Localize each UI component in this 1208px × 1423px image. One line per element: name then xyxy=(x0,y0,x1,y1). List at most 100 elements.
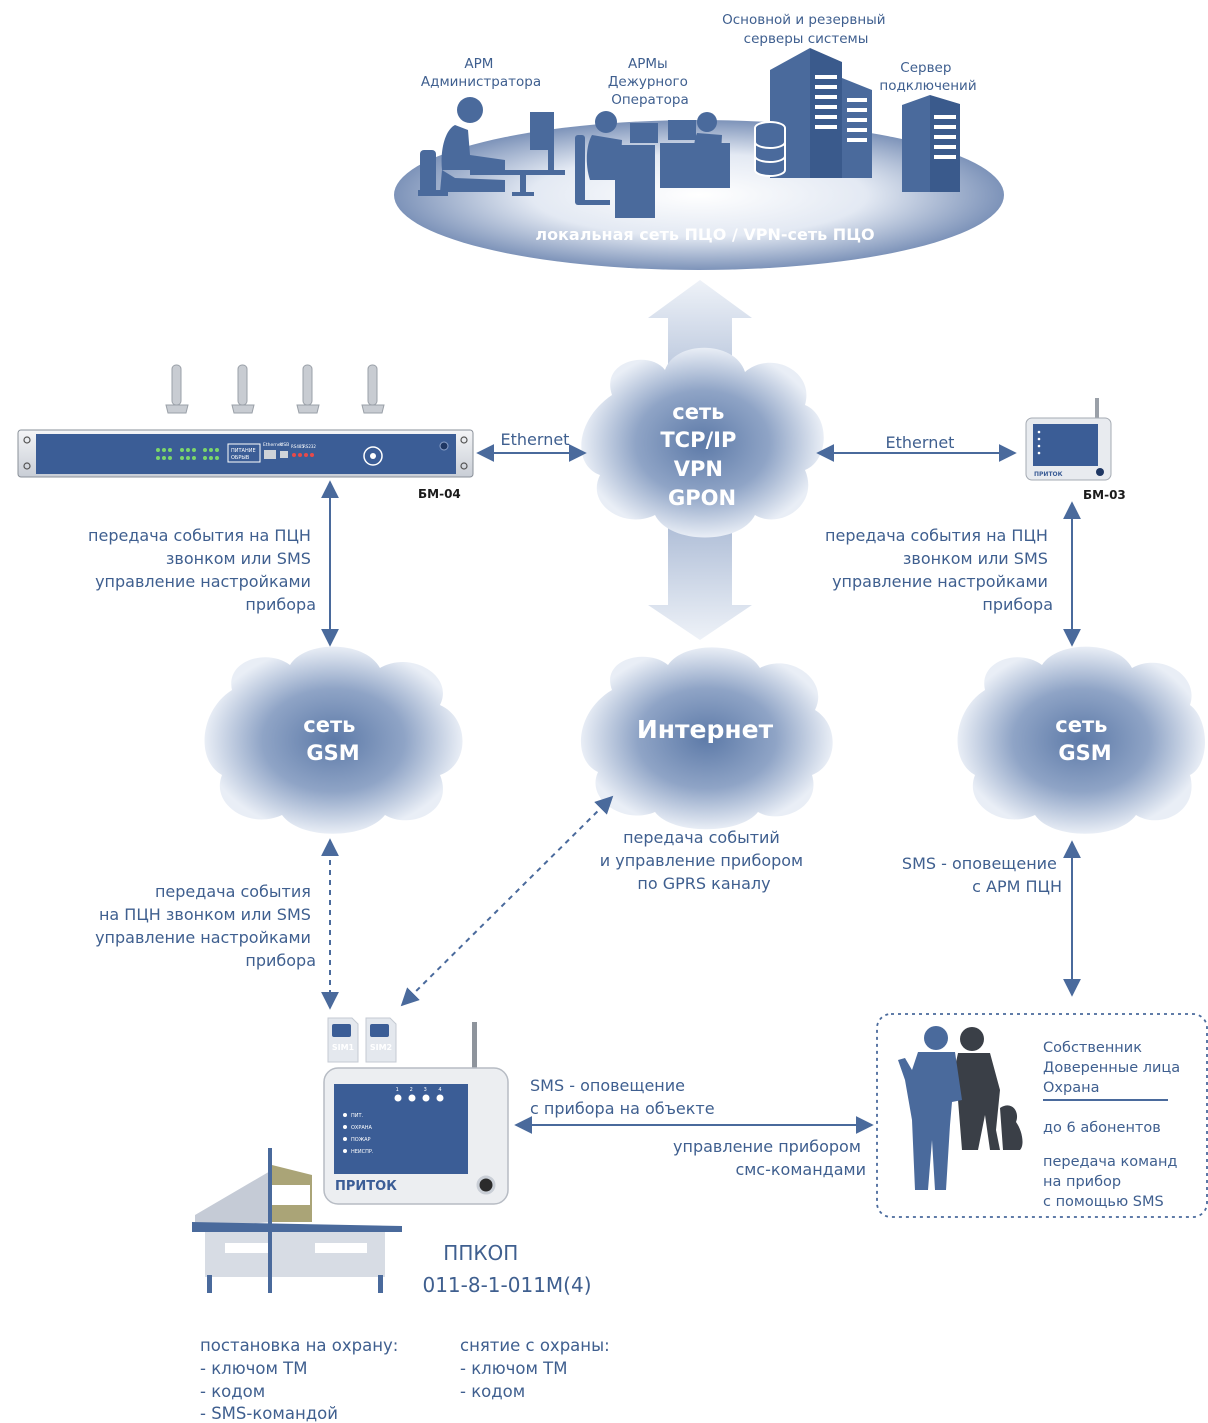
bm04-panel-ethernet: Ethernet xyxy=(263,442,283,448)
svg-text:передача события на ПЦН зв: передача события на ПЦН звонком или SMS … xyxy=(88,526,316,614)
bm04-panel-rs485: RS485 xyxy=(291,444,304,449)
device-led-3: 3 xyxy=(424,1087,427,1093)
right-link-line-2: звонком или SMS xyxy=(903,549,1048,568)
person-icon xyxy=(898,1026,962,1190)
operator-label-2: Дежурного xyxy=(608,74,688,90)
svg-text:передача команд на прибо: передача команд на прибор с помощью SMS xyxy=(1043,1154,1182,1210)
subscriber-count: до 6 абонентов xyxy=(1043,1120,1161,1136)
gsm-right-line-2: GSM xyxy=(1058,741,1111,765)
sms-device-line-1: SMS - оповещение xyxy=(530,1076,685,1095)
device-ind-4: НЕИСПР. xyxy=(351,1149,374,1155)
device-led-2: 2 xyxy=(410,1087,413,1093)
sms-control-line-1: управление прибором xyxy=(673,1137,861,1156)
admin-label-2: Администратора xyxy=(421,74,541,90)
right-link-line-3: управление настройками xyxy=(832,572,1048,591)
sms-control-line-2: смс-командами xyxy=(735,1160,866,1179)
operator-label-1: АРМы xyxy=(628,56,668,72)
tcpip-line-1: сеть xyxy=(672,400,724,424)
servers-label-1: Основной и резервный xyxy=(722,12,885,28)
tcpip-line-2: TCP/IP xyxy=(660,428,736,452)
subscriber-role-3: Охрана xyxy=(1043,1080,1099,1096)
bm04-panel-power: ПИТАНИЕ xyxy=(231,448,256,454)
admin-workstation-icon xyxy=(418,97,565,196)
svg-text:передача события на ПЦН зв: передача события на ПЦН звонком или SMS … xyxy=(825,526,1053,614)
left-lower-line-4: прибора xyxy=(245,951,316,970)
conn-server-label-1: Сервер xyxy=(900,60,951,76)
admin-label-1: АРМ xyxy=(464,56,493,72)
bm03-label: БМ-03 xyxy=(1083,488,1126,502)
disarm-method-1: - ключом ТМ xyxy=(460,1359,567,1378)
left-lower-line-2: на ПЦН звонком или SMS xyxy=(99,905,311,924)
right-link-line-1: передача события на ПЦН xyxy=(825,526,1048,545)
bm03-brand: ПРИТОК xyxy=(1034,471,1063,478)
subscribers-box: Собственник Доверенные лица Охрана до 6 … xyxy=(876,1013,1208,1218)
svg-text:Собственник Доверенные л: Собственник Доверенные лица Охрана xyxy=(1043,1040,1185,1096)
sms-arm-line-1: SMS - оповещение xyxy=(902,854,1057,873)
guard-icon xyxy=(950,1027,1023,1150)
tcpip-line-4: GPON xyxy=(668,486,736,510)
operators-icon xyxy=(575,111,730,218)
bm04-device: ПИТАНИЕ ОБРЫВ Ethernet USB RS485 RS232 Б… xyxy=(17,364,474,501)
svg-text:снятие с охраны: - ключом: снятие с охраны: - ключом ТМ - кодом xyxy=(460,1336,615,1401)
sms-arm-line-2: с АРМ ПЦН xyxy=(972,877,1062,896)
arm-method-3: - SMS-командой xyxy=(200,1404,338,1423)
lan-label: локальная сеть ПЦО / VPN-сеть ПЦО xyxy=(535,225,874,244)
disarm-method-2: - кодом xyxy=(460,1382,525,1401)
subscriber-note-1: передача команд xyxy=(1043,1154,1177,1170)
sim2-label: SIM2 xyxy=(370,1043,392,1052)
gprs-line-2: и управление прибором xyxy=(600,851,803,870)
lan-group: АРМ Администратора АРМы Дежурного Операт… xyxy=(394,12,1004,270)
antenna-icon xyxy=(165,364,385,414)
sim1-label: SIM1 xyxy=(332,1043,355,1052)
subscriber-note-2: на прибор xyxy=(1043,1174,1121,1190)
svg-text:ПИТ. ОХРАНА ПОЖАР: ПИТ. ОХРАНА ПОЖАР НЕИСПР. xyxy=(351,1113,374,1155)
right-link-line-4: прибора xyxy=(982,595,1053,614)
device-ind-1: ПИТ. xyxy=(351,1113,364,1119)
device-brand: ПРИТОК xyxy=(335,1179,397,1194)
svg-text:передача события на ПЦН зв: передача события на ПЦН звонком или SMS … xyxy=(95,882,316,970)
device-led-1: 1 xyxy=(396,1087,399,1093)
operator-label-3: Оператора xyxy=(611,92,689,108)
ethernet-right-label: Ethernet xyxy=(886,433,955,452)
gsm-left-line-1: сеть xyxy=(303,713,355,737)
ppkop-device: 1 2 3 4 ПИТ. ОХРАНА ПОЖАР НЕИСПР. ПРИТОК xyxy=(323,1022,509,1205)
svg-text:сеть GSM: сеть GSM xyxy=(1055,713,1114,765)
connection-server-icon xyxy=(902,95,960,192)
bm04-panel-rs232: RS232 xyxy=(303,444,316,449)
svg-text:Основной и резервный сер: Основной и резервный серверы системы xyxy=(722,12,890,47)
subscriber-role-2: Доверенные лица xyxy=(1043,1060,1180,1076)
arm-method-1: - ключом ТМ xyxy=(200,1359,307,1378)
gprs-dashed-arrow xyxy=(400,795,614,1007)
svg-text:SMS - оповещение с АРМ ПЦН: SMS - оповещение с АРМ ПЦН xyxy=(902,854,1062,896)
bm04-panel-break: ОБРЫВ xyxy=(231,455,250,461)
ethernet-left-label: Ethernet xyxy=(501,430,570,449)
arm-method-2: - кодом xyxy=(200,1382,265,1401)
disarm-heading: снятие с охраны: xyxy=(460,1336,610,1355)
device-ind-3: ПОЖАР xyxy=(351,1137,371,1143)
left-link-line-2: звонком или SMS xyxy=(166,549,311,568)
servers-label-2: серверы системы xyxy=(744,31,869,47)
svg-text:сеть GSM: сеть GSM xyxy=(303,713,362,765)
svg-text:АРМы Дежурного Опе: АРМы Дежурного Оператора xyxy=(608,56,692,108)
conn-server-label-2: подключений xyxy=(879,78,976,94)
bm04-label: БМ-04 xyxy=(418,487,461,501)
device-led-4: 4 xyxy=(438,1087,441,1093)
gsm-cloud-right: сеть GSM xyxy=(957,646,1205,834)
left-link-line-3: управление настройками xyxy=(95,572,311,591)
svg-text:1 2 3 4: 1 2 3 4 xyxy=(396,1087,442,1093)
gprs-line-1: передача событий xyxy=(623,828,780,847)
subscriber-note-3: с помощью SMS xyxy=(1043,1194,1164,1210)
gsm-left-line-2: GSM xyxy=(306,741,359,765)
tcpip-cloud: сеть TCP/IP VPN GPON xyxy=(581,347,824,538)
sim-cards: SIM1 SIM2 xyxy=(327,1017,397,1063)
svg-text:сеть TCP/IP VPN: сеть TCP/IP VPN GPON xyxy=(660,400,743,510)
svg-text:ППКОП 011-8-1-011М(4): ППКОП 011-8-1-011М(4) xyxy=(422,1241,591,1297)
subscriber-role-1: Собственник xyxy=(1043,1040,1142,1056)
gsm-cloud-left: сеть GSM xyxy=(204,646,463,834)
gprs-line-3: по GPRS каналу xyxy=(637,874,770,893)
bm03-device: ПРИТОК БМ-03 xyxy=(1025,398,1126,502)
bm04-panel-usb: USB xyxy=(280,442,289,448)
left-lower-line-3: управление настройками xyxy=(95,928,311,947)
svg-text:постановка на охрану: - кл: постановка на охрану: - ключом ТМ - кодо… xyxy=(200,1336,404,1423)
